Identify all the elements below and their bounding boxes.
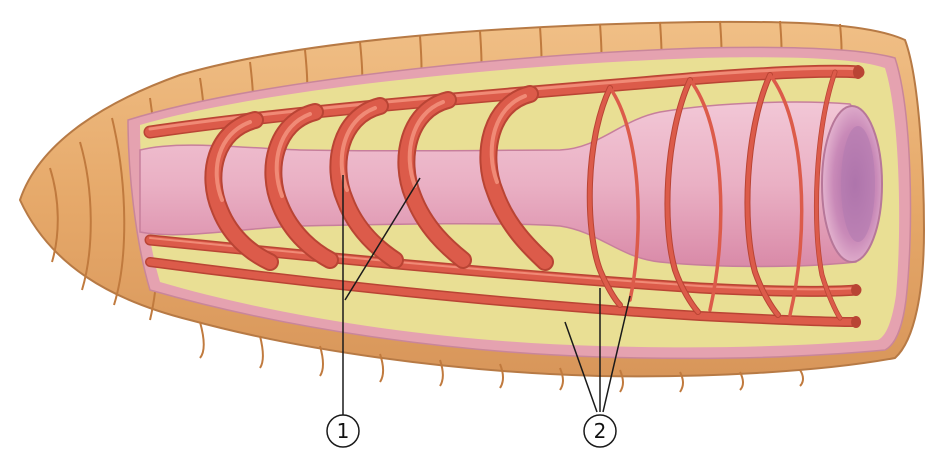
label-1: 1	[327, 415, 359, 447]
label-1-text: 1	[337, 419, 350, 443]
label-2-text: 2	[594, 419, 607, 443]
label-2: 2	[584, 415, 616, 447]
